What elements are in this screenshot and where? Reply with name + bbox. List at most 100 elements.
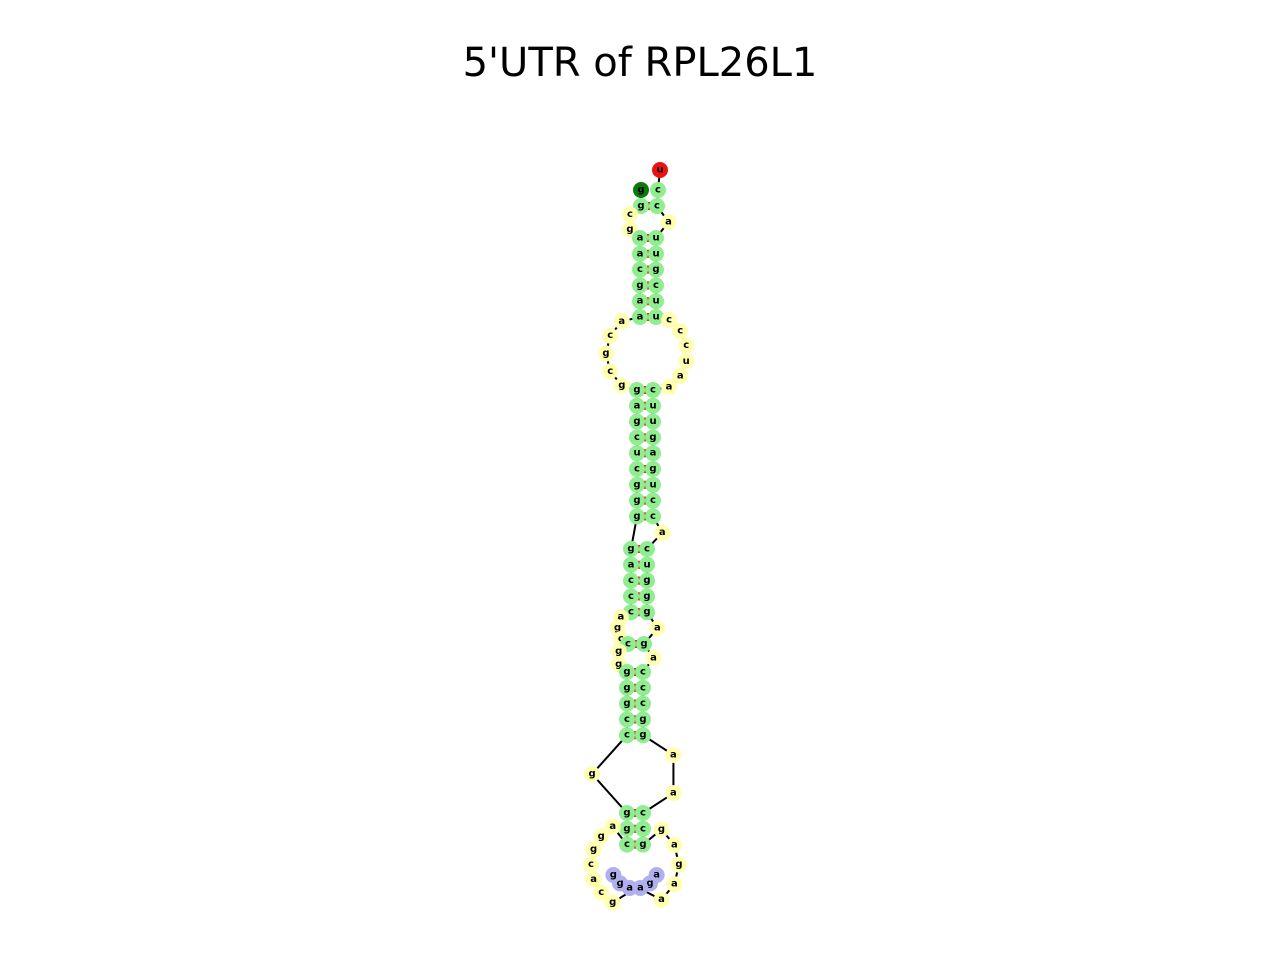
svg-text:g: g: [637, 201, 644, 212]
svg-text:c: c: [644, 544, 650, 555]
nucleotide: a: [629, 397, 645, 414]
svg-text:c: c: [607, 330, 613, 341]
svg-text:c: c: [637, 264, 643, 275]
svg-text:u: u: [633, 448, 640, 459]
nucleotide: g: [584, 766, 601, 783]
nucleotide-3prime: u: [652, 162, 668, 178]
svg-text:g: g: [598, 831, 605, 842]
svg-text:g: g: [643, 607, 650, 618]
svg-text:u: u: [649, 400, 656, 411]
nucleotide: c: [678, 337, 695, 354]
nucleotide: c: [645, 508, 661, 525]
nucleotide: g: [639, 588, 655, 605]
nucleotide: g: [610, 643, 627, 660]
nucleotide: g: [635, 836, 651, 853]
svg-text:g: g: [675, 859, 682, 870]
svg-text:a: a: [618, 316, 625, 327]
svg-text:c: c: [677, 326, 683, 337]
svg-text:u: u: [652, 312, 659, 323]
nucleotide: c: [602, 363, 619, 380]
nucleotide: c: [661, 311, 678, 328]
svg-text:a: a: [650, 448, 657, 459]
svg-text:g: g: [616, 878, 623, 889]
svg-text:a: a: [650, 653, 657, 664]
svg-text:a: a: [637, 882, 644, 893]
svg-text:c: c: [653, 280, 659, 291]
nucleotide: g: [629, 413, 645, 430]
nucleotide: g: [639, 604, 655, 621]
svg-text:g: g: [623, 667, 630, 678]
svg-text:g: g: [609, 897, 616, 908]
svg-text:g: g: [602, 348, 609, 359]
nucleotide: u: [648, 293, 664, 310]
nucleotide: c: [583, 856, 599, 873]
svg-text:c: c: [640, 667, 646, 678]
svg-text:g: g: [590, 844, 597, 855]
nucleotide: u: [645, 413, 661, 430]
svg-text:g: g: [623, 698, 630, 709]
svg-text:g: g: [646, 878, 653, 889]
nucleotide: g: [629, 492, 645, 509]
nucleotide: g: [605, 867, 622, 884]
nucleotide: a: [632, 245, 648, 262]
nucleotide: c: [649, 198, 665, 214]
svg-text:a: a: [666, 382, 673, 393]
nucleotide: c: [623, 588, 639, 605]
nucleotide: c: [635, 695, 651, 712]
nucleotide: c: [619, 836, 635, 853]
nucleotide: u: [645, 476, 661, 493]
nucleotide: c: [629, 429, 645, 446]
nucleotide: u: [639, 556, 655, 573]
svg-text:u: u: [649, 479, 656, 490]
svg-text:c: c: [624, 839, 630, 850]
svg-text:a: a: [653, 870, 660, 881]
nucleotide: g: [632, 277, 648, 294]
svg-text:g: g: [589, 769, 596, 780]
svg-text:g: g: [615, 659, 622, 670]
backbone-segment: [591, 773, 628, 814]
svg-text:a: a: [671, 879, 678, 890]
svg-text:g: g: [643, 575, 650, 586]
nucleotide: c: [619, 711, 635, 728]
svg-text:c: c: [618, 633, 624, 644]
nucleotide: g: [593, 828, 610, 845]
svg-text:c: c: [640, 823, 646, 834]
svg-text:a: a: [665, 217, 672, 228]
svg-text:g: g: [633, 385, 640, 396]
svg-text:c: c: [640, 698, 646, 709]
nucleotide: a: [672, 367, 689, 384]
svg-text:g: g: [627, 544, 634, 555]
svg-text:c: c: [634, 464, 640, 475]
svg-text:g: g: [643, 591, 650, 602]
diagram-title: 5'UTR of RPL26L1: [462, 40, 818, 86]
svg-text:g: g: [615, 646, 622, 657]
nucleotide: u: [648, 230, 664, 246]
nucleotide: g: [629, 382, 645, 398]
svg-text:a: a: [626, 882, 633, 893]
nucleotide: a: [665, 785, 682, 802]
svg-text:a: a: [654, 623, 661, 634]
svg-text:c: c: [640, 808, 646, 819]
svg-text:g: g: [610, 870, 617, 881]
svg-text:u: u: [649, 416, 656, 427]
nucleotide: a: [632, 230, 648, 246]
nucleotide: g: [645, 461, 661, 477]
svg-text:g: g: [623, 808, 630, 819]
svg-text:c: c: [607, 366, 613, 377]
nucleotide: g: [604, 894, 621, 911]
svg-text:g: g: [649, 464, 656, 475]
nucleotide: c: [635, 679, 651, 696]
svg-text:c: c: [654, 201, 660, 212]
nucleotide: g: [629, 476, 645, 493]
backbone-segment: [591, 734, 628, 775]
svg-text:c: c: [634, 432, 640, 443]
nucleotide: g: [633, 198, 649, 214]
nucleotide: g: [613, 377, 630, 394]
svg-text:g: g: [636, 280, 643, 291]
svg-text:c: c: [624, 714, 630, 725]
svg-text:a: a: [637, 312, 644, 323]
svg-text:c: c: [650, 511, 656, 522]
nucleotide: a: [645, 445, 661, 462]
